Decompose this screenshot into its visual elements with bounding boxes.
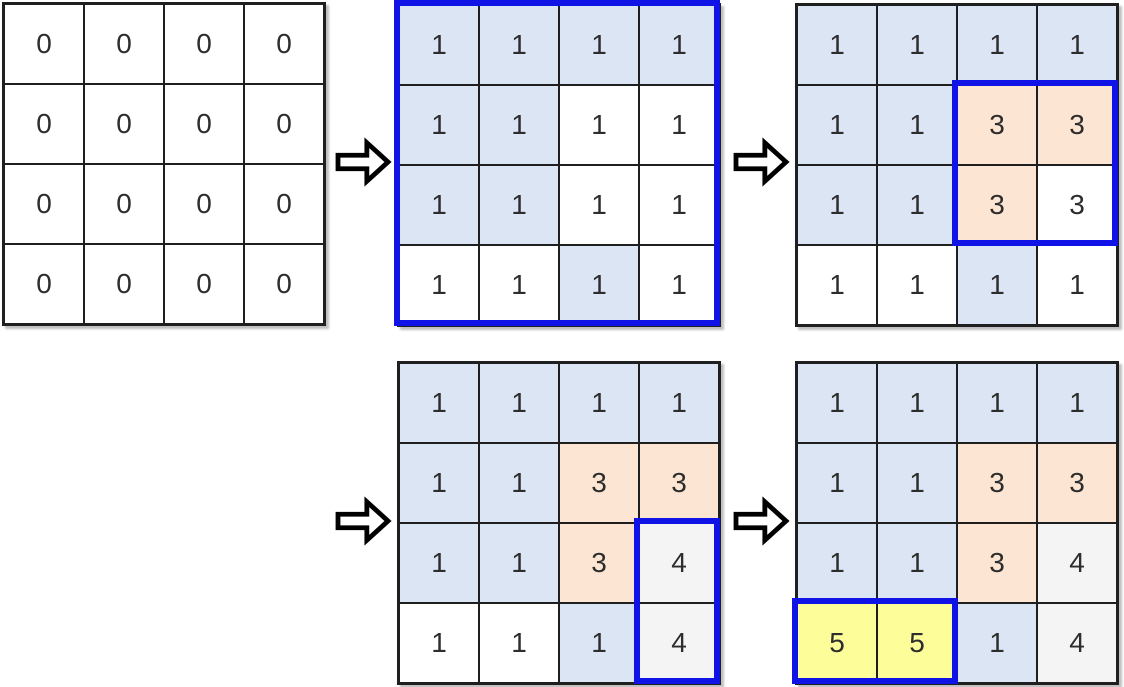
grid-cell-r1c2: 3 [559, 443, 639, 523]
grid-cell-r2c1: 0 [84, 164, 164, 244]
grid-cell-r3c1: 1 [479, 603, 559, 683]
grid-cell-r0c2: 1 [957, 5, 1037, 85]
grid-cell-r3c2: 1 [559, 603, 639, 683]
grid-cell-r2c0: 1 [399, 523, 479, 603]
grid-cell-r2c0: 0 [4, 164, 84, 244]
grid-cell-r2c3: 0 [244, 164, 324, 244]
grid-cell-r1c0: 0 [4, 84, 84, 164]
grid-cell-r2c0: 1 [399, 165, 479, 245]
grid-cell-r2c1: 1 [479, 165, 559, 245]
grid-cell-r0c3: 1 [1037, 363, 1117, 443]
grid-cell-r3c0: 0 [4, 244, 84, 324]
grid-cell-r2c0: 1 [797, 165, 877, 245]
grid-cell-r2c3: 3 [1037, 165, 1117, 245]
grid-cell-r0c0: 1 [399, 5, 479, 85]
grid-cell-r3c3: 4 [639, 603, 719, 683]
grid-cell-r3c1: 5 [877, 603, 957, 683]
grid-cell-r1c0: 1 [797, 443, 877, 523]
grid-cell-r1c0: 1 [797, 85, 877, 165]
grid-cell-r3c0: 5 [797, 603, 877, 683]
grid-cell-r0c1: 1 [479, 363, 559, 443]
grid-cell-r3c2: 1 [957, 245, 1037, 325]
grid-cell-r0c3: 0 [244, 4, 324, 84]
grid-cell-r0c2: 1 [957, 363, 1037, 443]
grid-cell-r1c0: 1 [399, 443, 479, 523]
grid-cell-r0c2: 1 [559, 5, 639, 85]
grid-cell-r0c0: 1 [399, 363, 479, 443]
grid-cell-r3c2: 1 [957, 603, 1037, 683]
grid-cell-r1c1: 1 [877, 443, 957, 523]
grid-cell-r0c0: 0 [4, 4, 84, 84]
grid-cell-r0c1: 1 [877, 363, 957, 443]
grid-cell-r3c3: 1 [1037, 245, 1117, 325]
grid-cell-r3c3: 1 [639, 245, 719, 325]
grid-cell-r0c2: 0 [164, 4, 244, 84]
grid-cell-r1c3: 0 [244, 84, 324, 164]
block-arrow-right-icon [335, 496, 392, 546]
grid-cell-r0c1: 1 [479, 5, 559, 85]
grid-cell-r1c2: 3 [957, 443, 1037, 523]
grid-cell-r0c0: 1 [797, 363, 877, 443]
grid-cell-r3c3: 0 [244, 244, 324, 324]
grid-cell-r0c0: 1 [797, 5, 877, 85]
block-arrow-right-icon [733, 496, 790, 546]
grid-cell-r2c2: 3 [559, 523, 639, 603]
grid-cell-r2c1: 1 [479, 523, 559, 603]
grid-cell-r3c0: 1 [399, 603, 479, 683]
grid-cell-r1c1: 1 [479, 85, 559, 165]
grid-cell-r1c3: 1 [639, 85, 719, 165]
grid-cell-r1c1: 1 [877, 85, 957, 165]
grid-cell-r1c1: 0 [84, 84, 164, 164]
grid-cell-r1c2: 3 [957, 85, 1037, 165]
grid-cell-r3c1: 1 [479, 245, 559, 325]
grid-cell-r1c0: 1 [399, 85, 479, 165]
grid-cell-r1c1: 1 [479, 443, 559, 523]
grid-cell-r3c3: 4 [1037, 603, 1117, 683]
grid-cell-r0c3: 1 [1037, 5, 1117, 85]
grid-cell-r3c1: 1 [877, 245, 957, 325]
grid-cell-r2c2: 1 [559, 165, 639, 245]
grid-cell-r1c2: 1 [559, 85, 639, 165]
grid-cell-r1c3: 3 [1037, 85, 1117, 165]
grid-cell-r2c1: 1 [877, 523, 957, 603]
grid-cell-r1c3: 3 [1037, 443, 1117, 523]
block-arrow-right-icon [335, 137, 392, 187]
block-arrow-right-icon [733, 137, 790, 187]
grid-cell-r2c3: 4 [639, 523, 719, 603]
grid-cell-r3c0: 1 [797, 245, 877, 325]
grid-cell-r0c1: 0 [84, 4, 164, 84]
grid-cell-r2c3: 1 [639, 165, 719, 245]
grid-cell-r3c2: 1 [559, 245, 639, 325]
grid-cell-r2c2: 0 [164, 164, 244, 244]
grid-cell-r3c1: 0 [84, 244, 164, 324]
grid-cell-r0c3: 1 [639, 363, 719, 443]
grid-cell-r1c2: 0 [164, 84, 244, 164]
grid-cell-r0c3: 1 [639, 5, 719, 85]
grid-cell-r1c3: 3 [639, 443, 719, 523]
grid-cell-r2c1: 1 [877, 165, 957, 245]
grid-cell-r2c3: 4 [1037, 523, 1117, 603]
grid-cell-r2c2: 3 [957, 523, 1037, 603]
grid-cell-r2c2: 3 [957, 165, 1037, 245]
grid-cell-r0c1: 1 [877, 5, 957, 85]
grid-cell-r0c2: 1 [559, 363, 639, 443]
grid-cell-r3c0: 1 [399, 245, 479, 325]
grid-cell-r3c2: 0 [164, 244, 244, 324]
grid-cell-r2c0: 1 [797, 523, 877, 603]
